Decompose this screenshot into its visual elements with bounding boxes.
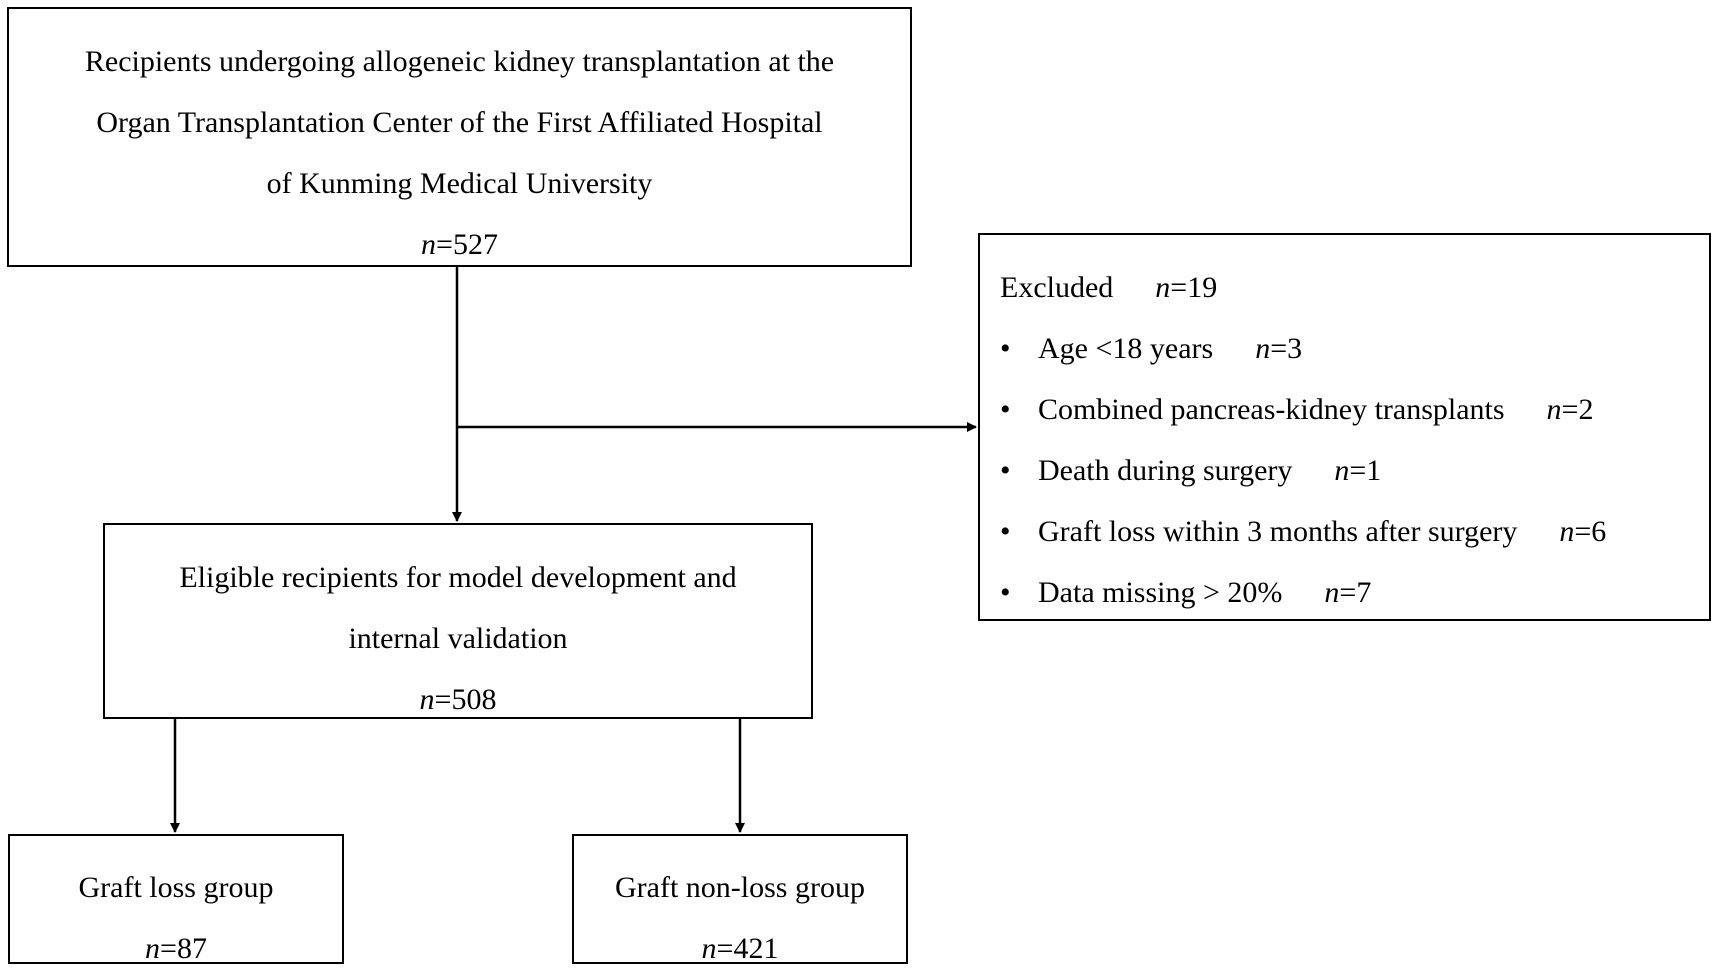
recipients-line-3: of Kunming Medical University: [266, 167, 653, 200]
excluded-item-label: Death during surgery: [1038, 454, 1293, 487]
graft-non-loss-n-label: n: [701, 932, 717, 965]
graft-loss-label: Graft loss group: [78, 871, 274, 904]
eligible-count: n=508: [105, 669, 811, 730]
graft-loss-count: n=87: [10, 918, 342, 979]
excluded-item-n-value: =1: [1349, 454, 1382, 487]
excluded-item-label: Graft loss within 3 months after surgery: [1038, 515, 1518, 548]
excluded-item: • Combined pancreas-kidney transplants n=2: [1000, 379, 1709, 440]
graft-loss-box: Graft loss group n=87: [8, 834, 344, 965]
excluded-n-value: =19: [1170, 271, 1218, 304]
graft-non-loss-count: n=421: [574, 918, 906, 979]
eligible-line-1: Eligible recipients for model developmen…: [179, 561, 737, 594]
recipients-line-1: Recipients undergoing allogeneic kidney …: [84, 45, 835, 78]
graft-loss-n-label: n: [145, 932, 161, 965]
excluded-header: Excluded n=19: [1000, 257, 1709, 318]
excluded-item-label: Data missing > 20%: [1038, 576, 1283, 609]
bullet-icon: •: [1000, 515, 1011, 548]
eligible-box: Eligible recipients for model developmen…: [103, 523, 813, 719]
excluded-item-n-value: =3: [1270, 332, 1303, 365]
graft-non-loss-box: Graft non-loss group n=421: [572, 834, 908, 965]
graft-loss-n-value: =87: [160, 932, 207, 965]
excluded-item-n-value: =2: [1561, 393, 1594, 426]
excluded-item-n-label: n: [1324, 576, 1340, 609]
excluded-item-label: Combined pancreas-kidney transplants: [1038, 393, 1505, 426]
excluded-item-n-label: n: [1255, 332, 1271, 365]
excluded-item-n-label: n: [1559, 515, 1575, 548]
excluded-item: • Death during surgery n=1: [1000, 440, 1709, 501]
excluded-item: • Data missing > 20% n=7: [1000, 562, 1709, 623]
recipients-n-label: n: [421, 228, 437, 261]
excluded-item-n-label: n: [1334, 454, 1350, 487]
excluded-item: • Graft loss within 3 months after surger…: [1000, 501, 1709, 562]
eligible-n-label: n: [419, 683, 435, 716]
recipients-n-value: =527: [436, 228, 498, 261]
excluded-item-n-label: n: [1546, 393, 1562, 426]
excluded-title: Excluded: [1000, 271, 1114, 304]
bullet-icon: •: [1000, 332, 1011, 365]
excluded-item-n-value: =6: [1574, 515, 1607, 548]
bullet-icon: •: [1000, 393, 1011, 426]
excluded-item-n-value: =7: [1339, 576, 1372, 609]
graft-non-loss-n-value: =421: [716, 932, 779, 965]
graft-non-loss-label: Graft non-loss group: [615, 871, 865, 904]
excluded-n-label: n: [1155, 271, 1171, 304]
recipients-box: Recipients undergoing allogeneic kidney …: [7, 7, 912, 267]
bullet-icon: •: [1000, 576, 1011, 609]
bullet-icon: •: [1000, 454, 1011, 487]
excluded-item-label: Age <18 years: [1038, 332, 1214, 365]
recipients-line-2: Organ Transplantation Center of the Firs…: [96, 106, 823, 139]
eligible-n-value: =508: [434, 683, 497, 716]
recipients-count: n=527: [9, 214, 910, 275]
excluded-item: • Age <18 years n=3: [1000, 318, 1709, 379]
eligible-line-2: internal validation: [348, 622, 568, 655]
